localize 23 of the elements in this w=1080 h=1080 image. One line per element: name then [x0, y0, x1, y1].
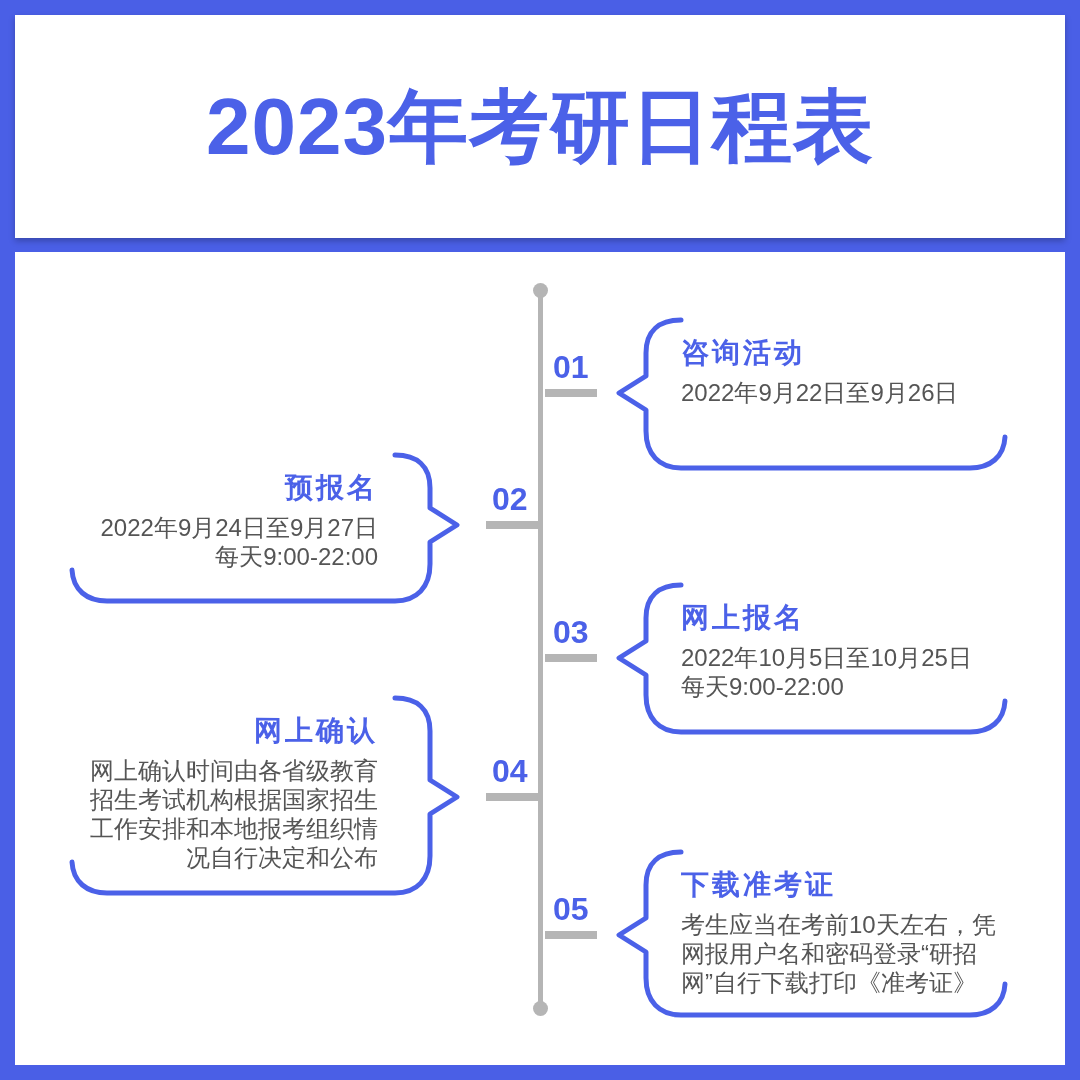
- step-number: 05: [553, 893, 589, 925]
- step-title: 咨询活动: [681, 336, 805, 370]
- step-title: 预报名: [285, 471, 378, 505]
- step-number: 02: [492, 483, 528, 515]
- brace-callout: [615, 849, 1008, 1018]
- step-number: 01: [553, 351, 589, 383]
- step-number: 04: [492, 755, 528, 787]
- brace-callout: [69, 452, 461, 604]
- step-description: 2022年10月5日至10月25日: [681, 643, 972, 672]
- step-description: 2022年9月22日至9月26日: [681, 378, 959, 407]
- page-title: 2023年考研日程表: [206, 81, 874, 172]
- step-description: 每天9:00-22:00: [681, 672, 844, 701]
- brace-callout: [615, 317, 1008, 471]
- brace-callout: [69, 695, 461, 896]
- step-title: 网上报名: [681, 601, 805, 635]
- brace-callout: [615, 582, 1008, 735]
- step-title: 下载准考证: [681, 868, 836, 902]
- step-number: 03: [553, 616, 589, 648]
- step-title: 网上确认: [254, 714, 378, 748]
- step-description: 2022年9月24日至9月27日: [100, 513, 378, 542]
- step-description: 考生应当在考前10天左右，凭网报用户名和密码登录“研招网”自行下载打印《准考证》: [681, 910, 997, 997]
- step-description: 每天9:00-22:00: [215, 542, 378, 571]
- step-description: 网上确认时间由各省级教育招生考试机构根据国家招生工作安排和本地报考组织情况自行决定和公布: [89, 756, 378, 872]
